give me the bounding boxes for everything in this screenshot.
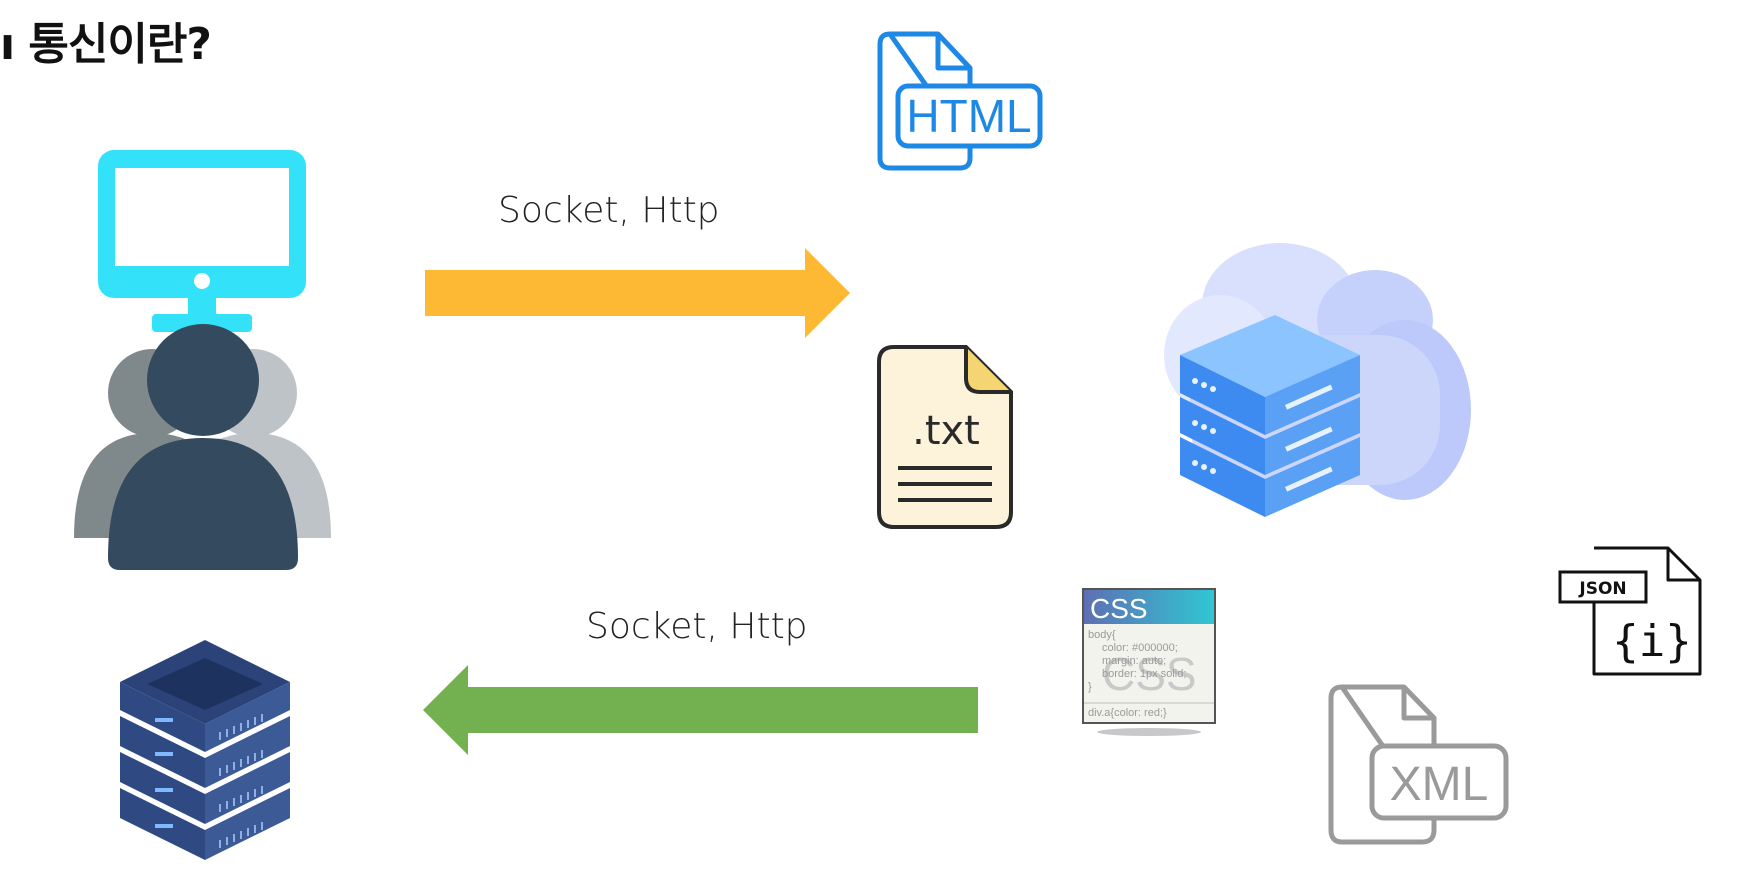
request-arrow [425,248,850,338]
cloud-icon [1164,243,1471,500]
css-code-line: border: 1px solid; [1102,668,1186,680]
css-watermark: CSS [1102,648,1197,700]
client-group [74,150,331,570]
txt-label: .txt [912,408,980,454]
monitor-icon [98,150,306,332]
txt-file-icon: .txt [877,345,1013,529]
css-code-line: body{ [1088,629,1116,641]
css-code-line: } [1088,681,1092,693]
html-label: HTML [906,90,1031,142]
json-file-icon: JSON {i} [1558,546,1702,676]
local-server-icon [120,640,290,860]
request-arrow-shape [425,248,850,338]
page-title: ı 통신이란? [0,19,212,70]
css-code-line: margin: auto; [1102,655,1166,667]
xml-label: XML [1390,758,1489,811]
css-header-label: CSS [1090,593,1148,624]
users-icon [74,324,331,570]
css-code-line: color: #000000; [1102,642,1178,654]
server-stack-icon [1180,315,1360,517]
request-protocol-label: Socket, Http [498,190,720,231]
css-file-icon: CSS CSS body{ color: #000000; margin: au… [1082,588,1216,736]
cloud-server-icon [1164,243,1471,517]
json-glyph: {i} [1612,616,1691,667]
response-protocol-label: Socket, Http [586,606,808,647]
response-arrow [423,665,978,755]
css-code-line: div.a{color: red;} [1088,707,1167,719]
json-tag-label: JSON [1578,579,1626,599]
html-file-icon: HTML [877,31,1043,171]
xml-file-icon: XML [1328,684,1509,845]
response-arrow-shape [423,665,978,755]
